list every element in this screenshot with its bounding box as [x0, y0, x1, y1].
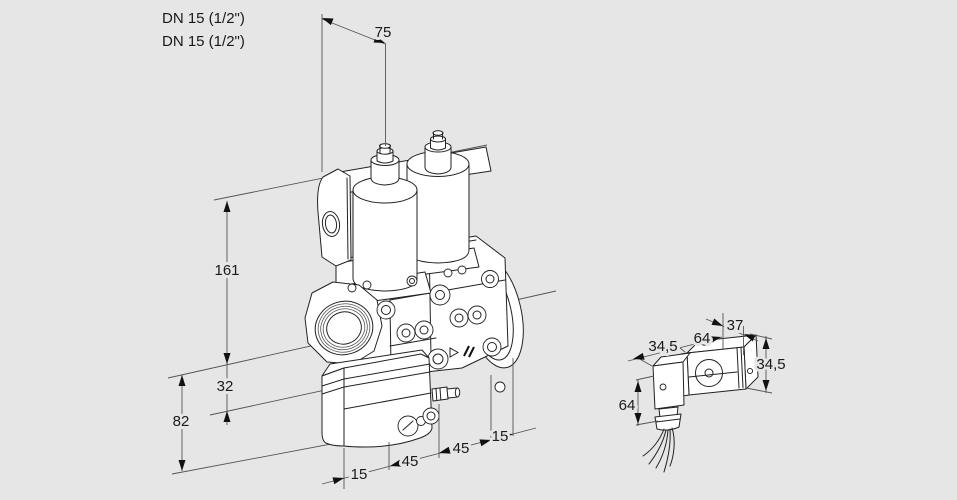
- dim-75-label: 75: [375, 24, 392, 41]
- solenoid-1-coil: [352, 189, 418, 292]
- port-label-top: DN 15 (1/2"): [162, 10, 245, 27]
- dimension-detail-345-64-top: 34,5 64: [627, 327, 723, 367]
- detail-wires: [642, 427, 675, 473]
- dim-345-right-label: 34,5: [756, 356, 785, 373]
- dimension-161-32: 161 32: [211, 201, 243, 425]
- inlet-bore: [326, 311, 362, 345]
- port-label-bottom: DN 15 (1/2"): [162, 33, 245, 50]
- dim-64-top-label: 64: [694, 330, 711, 347]
- detail-drawing: 34,5 64 37 34,5 64: [616, 313, 789, 473]
- dim-345-topleft-label: 34,5: [648, 338, 677, 355]
- dim-45-first-label: 45: [402, 453, 419, 470]
- detail-solenoid-body: [680, 332, 759, 397]
- dim-64-left-label: 64: [619, 397, 636, 414]
- solenoid-1-cap: [379, 143, 391, 149]
- main-valve-drawing: [167, 130, 557, 475]
- dimension-82: 82: [170, 375, 192, 471]
- dimension-detail-37: 37: [705, 313, 759, 355]
- dim-45-second-label: 45: [453, 440, 470, 457]
- inlet-flange: [304, 281, 383, 365]
- dimension-75: 75: [321, 14, 394, 172]
- dim-32-label: 32: [217, 378, 234, 395]
- actuator-nozzle: [431, 386, 461, 402]
- actuator-box: [321, 349, 461, 448]
- dim-15-left-label: 15: [351, 466, 368, 483]
- detail-connector: [652, 352, 691, 431]
- dimension-detail-345-right: 34,5: [745, 333, 789, 394]
- solenoid-2-cap: [432, 130, 444, 136]
- dim-161-label: 161: [214, 262, 239, 279]
- dim-82-label: 82: [173, 413, 190, 430]
- dim-37-label: 37: [727, 317, 744, 334]
- dimension-detail-64-left: 64: [616, 375, 659, 426]
- dim-15-right-label: 15: [492, 428, 509, 445]
- mounting-bracket: [317, 168, 352, 267]
- detail-top-knob: [700, 332, 711, 346]
- body-screws: [347, 265, 506, 393]
- dimension-bottom-chain: 15 45 45 15: [321, 358, 537, 489]
